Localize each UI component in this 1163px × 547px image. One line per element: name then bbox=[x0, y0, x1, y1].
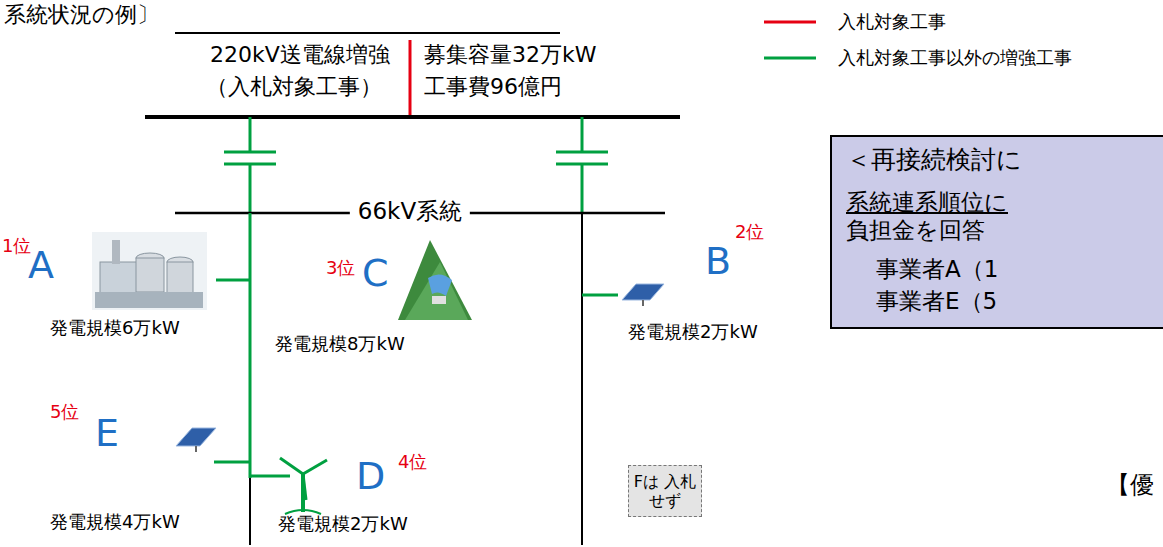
tender-line bbox=[409, 40, 412, 115]
feeder bbox=[249, 213, 252, 478]
rank: 3位 bbox=[326, 258, 355, 279]
legend-row: 入札対象工事 bbox=[762, 4, 1072, 40]
note-box: ＜再接続検討に系統連系順位に負担金を回答事業者A（1 事業者E（5 bbox=[830, 135, 1163, 329]
branch bbox=[582, 294, 618, 297]
rank: 1位 bbox=[2, 236, 31, 257]
box-text: ＜再接続検討に bbox=[846, 145, 1161, 175]
box-text: Fは 入札せず bbox=[633, 472, 697, 510]
factory-icon bbox=[92, 232, 207, 310]
upper-line bbox=[175, 32, 560, 34]
capacity: 発電規模4万kW bbox=[50, 512, 180, 533]
transformer bbox=[224, 117, 276, 213]
legend-text: 入札対象工事以外の増強工事 bbox=[838, 46, 1072, 70]
legend-row: 入札対象工事以外の増強工事 bbox=[762, 40, 1072, 76]
legend-line-sample bbox=[762, 53, 820, 63]
solar-icon bbox=[176, 428, 216, 452]
legend-line-sample bbox=[762, 17, 820, 27]
capacity: 発電規模6万kW bbox=[50, 318, 180, 339]
generator-letter: B bbox=[705, 240, 731, 284]
capacity: 発電規模2万kW bbox=[628, 322, 758, 343]
line-name: 220kV送電線増強 bbox=[210, 42, 390, 67]
capacity-note: 募集容量32万kW bbox=[424, 42, 597, 67]
box-text: 事業者E（5 bbox=[876, 288, 1161, 316]
figure-title: 系統状況の例〕 bbox=[4, 2, 159, 27]
legend-text: 入札対象工事 bbox=[838, 10, 946, 34]
generator-letter: C bbox=[362, 252, 389, 296]
bus-220kv bbox=[145, 115, 680, 119]
rank: 4位 bbox=[398, 452, 427, 473]
note-box-dashed: Fは 入札せず bbox=[628, 465, 702, 517]
rank: 2位 bbox=[735, 222, 764, 243]
box-text: 事業者A（1 bbox=[876, 256, 1161, 284]
capacity: 発電規模2万kW bbox=[278, 514, 408, 535]
capacity: 発電規模8万kW bbox=[275, 334, 405, 355]
box-text: 系統連系順位に bbox=[846, 189, 1161, 217]
cropped-note: 【優 bbox=[1106, 472, 1154, 500]
branch bbox=[216, 279, 250, 282]
hydro-icon bbox=[398, 240, 472, 320]
generator-letter: E bbox=[95, 412, 119, 456]
bus-name: 66kV系統 bbox=[350, 198, 470, 224]
feeder bbox=[249, 478, 251, 545]
cost-note: 工事費96億円 bbox=[424, 74, 562, 99]
generator-letter: D bbox=[356, 455, 385, 499]
transformer bbox=[556, 117, 608, 213]
legend: 入札対象工事入札対象工事以外の増強工事 bbox=[762, 4, 1072, 76]
branch bbox=[214, 461, 250, 464]
rank: 5位 bbox=[50, 402, 79, 423]
solar-icon bbox=[622, 284, 664, 306]
branch bbox=[250, 475, 290, 478]
box-text: 負担金を回答 bbox=[846, 217, 1161, 245]
wind-turbine-icon bbox=[280, 458, 327, 514]
generator-letter: A bbox=[28, 244, 54, 288]
line-name: （入札対象工事） bbox=[206, 74, 382, 99]
feeder bbox=[581, 213, 583, 545]
